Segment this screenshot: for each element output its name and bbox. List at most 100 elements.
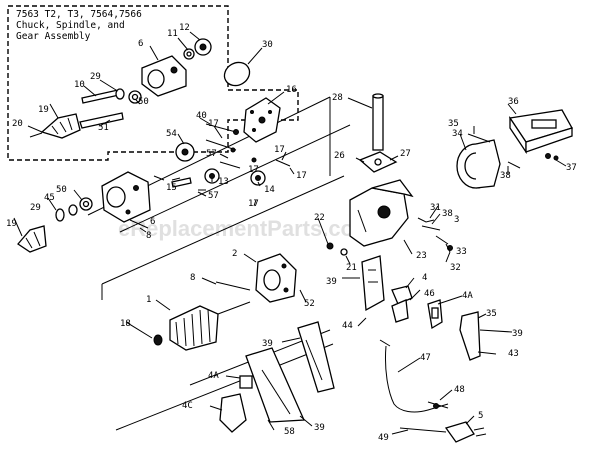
gear-case-6	[141, 55, 187, 97]
callout-4c: 4C	[182, 401, 193, 411]
washer-29b	[55, 208, 65, 222]
callout-46: 46	[424, 289, 435, 299]
callout-47: 47	[420, 353, 431, 363]
pin-17c	[275, 159, 291, 167]
pin-17a	[205, 139, 237, 153]
callout-38b: 38	[442, 209, 453, 219]
callout-17a: 17	[208, 119, 219, 129]
washer-29a	[115, 88, 125, 100]
callout-36: 36	[508, 97, 519, 107]
armature-1	[169, 301, 251, 351]
brush-holder-21	[361, 255, 385, 312]
callout-34: 34	[452, 129, 463, 139]
chuck-key-line	[29, 132, 43, 138]
subassembly-dashed-box	[7, 5, 299, 161]
callout-4a2: 4A	[208, 371, 219, 381]
bearing-50b	[79, 197, 93, 211]
callout-50b: 50	[56, 185, 67, 195]
callout-26: 26	[334, 151, 345, 161]
switch-4a2	[239, 375, 253, 389]
subassembly-title-line3: Gear Assembly	[16, 31, 91, 42]
callout-30: 30	[262, 40, 273, 50]
callout-57b: 57	[208, 191, 219, 201]
callout-57a: 57	[206, 149, 217, 159]
callout-43: 43	[508, 349, 519, 359]
bearing-50a	[128, 90, 142, 104]
gear-12	[194, 38, 212, 56]
callout-48: 48	[454, 385, 465, 395]
switch-cover-36	[508, 109, 573, 155]
callout-52: 52	[304, 299, 315, 309]
tube-28	[372, 93, 384, 151]
callout-6a: 6	[138, 39, 143, 49]
handle-39a	[297, 321, 335, 393]
callout-16: 16	[286, 85, 297, 95]
cord-end-49	[399, 427, 447, 433]
callout-17c: 17	[296, 171, 307, 181]
chuck-19b	[17, 225, 47, 253]
cord-47	[379, 339, 449, 413]
callout-14: 14	[264, 185, 275, 195]
callout-35a: 35	[448, 119, 459, 129]
screw-38b	[421, 225, 441, 231]
handle-35b	[459, 311, 481, 361]
callout-19b: 19	[6, 219, 17, 229]
gear-13	[204, 168, 220, 184]
callout-29a: 29	[90, 72, 101, 82]
housing-guide-lines	[87, 96, 351, 431]
pin-38	[507, 161, 521, 169]
callout-40: 40	[196, 111, 207, 121]
callout-2: 2	[232, 249, 237, 259]
leader-lines	[13, 31, 567, 435]
callout-21: 21	[346, 263, 357, 273]
screw-40	[205, 123, 239, 135]
plug-5	[444, 421, 487, 443]
callout-54: 54	[166, 129, 177, 139]
callout-19a: 19	[38, 105, 49, 115]
callout-32: 32	[450, 263, 461, 273]
o-ring-30	[223, 61, 251, 87]
washer-45	[68, 204, 78, 216]
callout-17e: 17	[248, 199, 259, 209]
subassembly-title-line2: Chuck, Spindle, and	[16, 20, 125, 31]
callout-13: 13	[218, 177, 229, 187]
bearing-11	[183, 48, 195, 60]
housing-23	[349, 179, 414, 247]
callout-51: 51	[98, 123, 109, 133]
callout-38: 38	[500, 171, 511, 181]
callout-1: 1	[146, 295, 151, 305]
handle-39b	[245, 347, 305, 423]
callout-45: 45	[44, 193, 55, 203]
callout-15: 15	[166, 183, 177, 193]
callout-39d: 39	[314, 423, 325, 433]
callout-27: 27	[400, 149, 411, 159]
callout-5: 5	[478, 411, 483, 421]
housing-edge-lines	[101, 97, 331, 300]
spindle-10	[81, 89, 120, 104]
cord-clamp-48	[427, 401, 449, 409]
switch-4a	[427, 299, 443, 330]
callout-18: 18	[120, 319, 131, 329]
callout-29b: 29	[30, 203, 41, 213]
callout-49: 49	[378, 433, 389, 443]
screw-21	[340, 248, 348, 256]
callout-8a: 8	[146, 231, 151, 241]
callout-17b: 17	[274, 145, 285, 155]
chuck-19a	[40, 113, 81, 139]
callout-39c: 39	[262, 339, 273, 349]
end-cap-34	[456, 139, 501, 189]
subassembly-title-line1: 7563 T2, T3, 7564,7566	[16, 9, 142, 20]
pin-35a	[467, 133, 491, 143]
washer-22	[326, 242, 334, 250]
callout-50a: 50	[138, 97, 149, 107]
clip-57a	[219, 161, 241, 169]
switch-46	[391, 299, 409, 323]
callout-37: 37	[566, 163, 577, 173]
callout-28: 28	[332, 93, 343, 103]
callout-35b: 35	[486, 309, 497, 319]
screw-8b	[215, 281, 251, 291]
callout-6b: 6	[150, 217, 155, 227]
callout-10: 10	[74, 80, 85, 90]
